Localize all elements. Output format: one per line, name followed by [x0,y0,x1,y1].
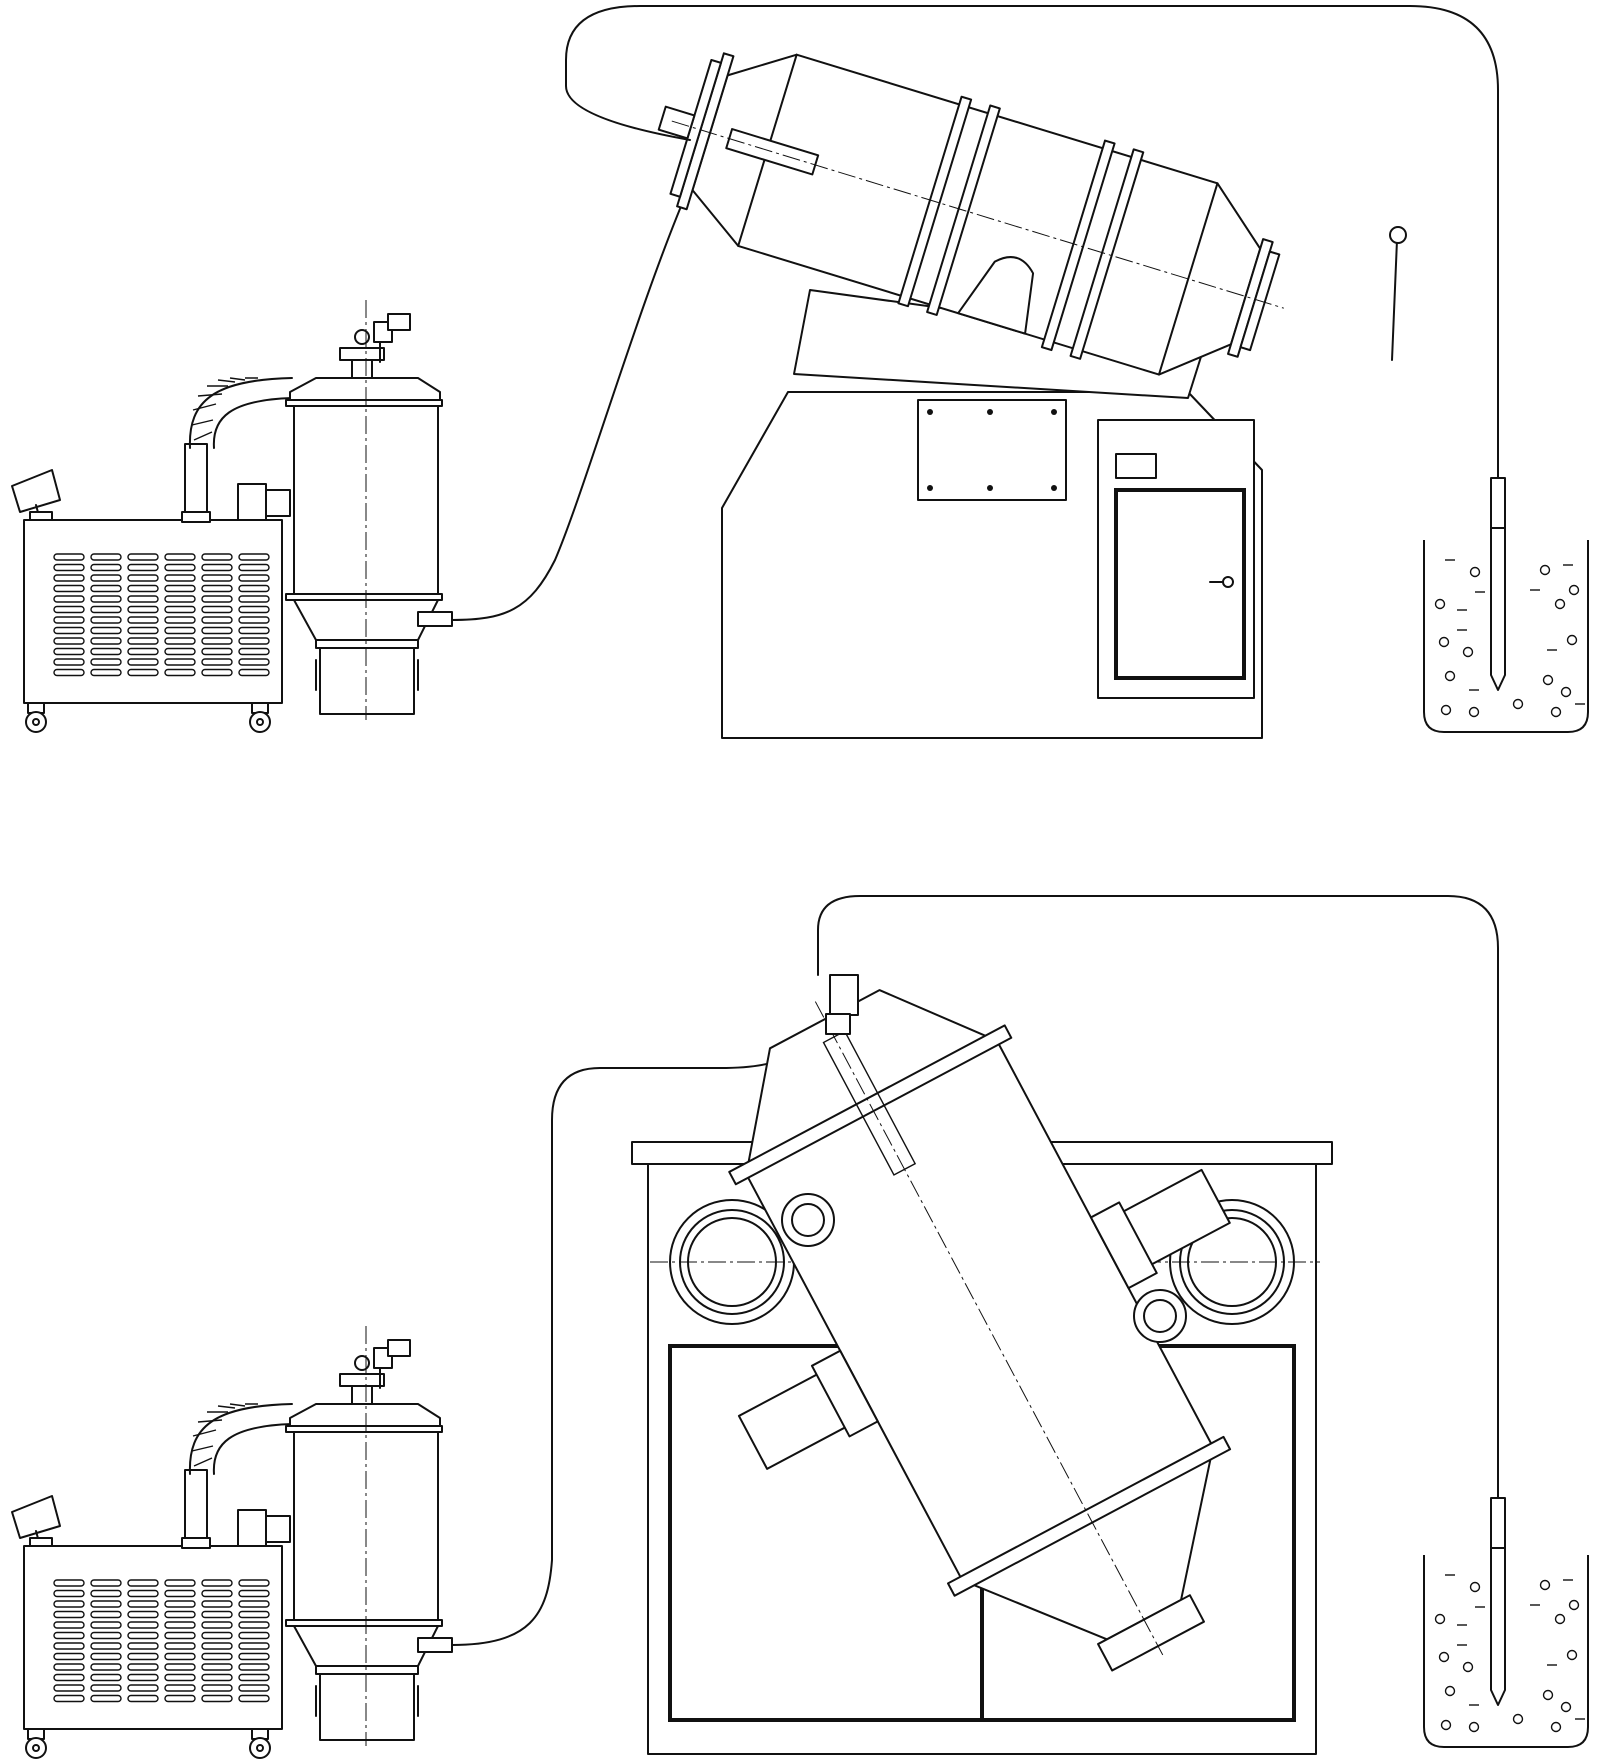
top-scene [11,5,1589,739]
return-pipe-top [565,5,1499,479]
vacuum-feeder-bottom [11,1325,453,1759]
mixer-base-top [721,289,1263,739]
material-beaker-top [1423,527,1589,733]
material-beaker-bottom [1423,1547,1589,1748]
mixer-drum-bottom [728,989,1232,1672]
mixer-drum-top [657,52,1284,376]
return-pipe-bottom [817,895,1499,1499]
suction-pipe-bottom [451,1029,829,1646]
vacuum-feeder-top [11,299,453,733]
suction-pipe-top [451,184,691,621]
bottom-scene [11,895,1589,1759]
